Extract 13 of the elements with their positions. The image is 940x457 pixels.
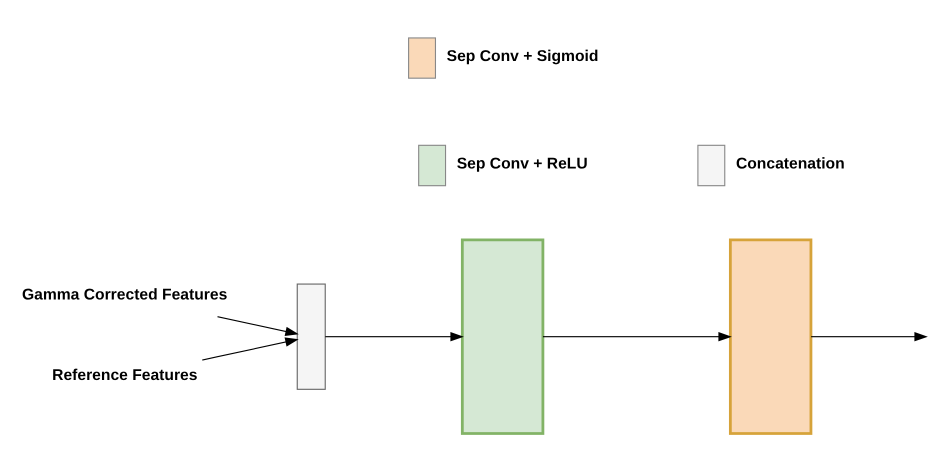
node-slab bbox=[728, 238, 812, 434]
arrow bbox=[542, 332, 732, 341]
arrow bbox=[217, 316, 299, 336]
legend-label: Sep Conv + Sigmoid bbox=[446, 48, 598, 65]
node-slab bbox=[460, 238, 544, 434]
node-box bbox=[296, 283, 326, 390]
node-text: Gamma Corrected Features bbox=[22, 286, 228, 303]
legend-label: Sep Conv + ReLU bbox=[456, 155, 588, 172]
node-text: Reference Features bbox=[52, 366, 198, 384]
arrow bbox=[325, 332, 464, 341]
arrow bbox=[811, 332, 928, 341]
legend-label: Concatenation bbox=[736, 155, 845, 172]
arrow bbox=[202, 336, 299, 360]
